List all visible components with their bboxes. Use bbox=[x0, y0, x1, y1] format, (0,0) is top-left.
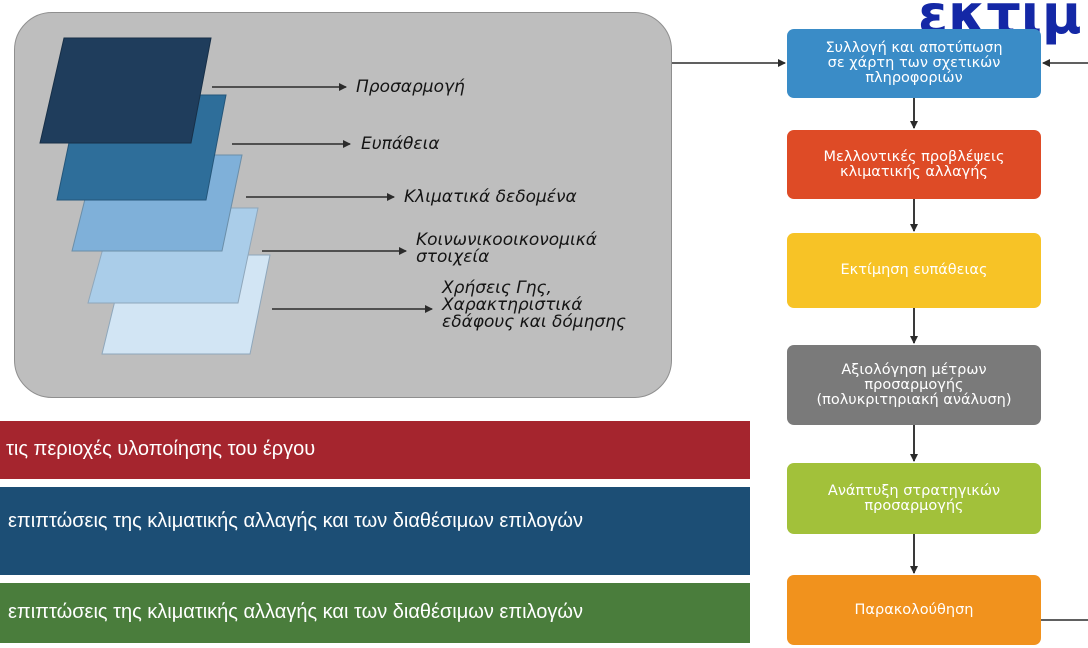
banner-implementation-areas: τις περιοχές υλοποίησης του έργου bbox=[0, 421, 750, 479]
layer-label-climate-data: Κλιματικά δεδομένα bbox=[404, 187, 577, 207]
flow-step-vulnerability-assessment: Εκτίμηση ευπάθειας bbox=[787, 233, 1041, 308]
flow-step-strategy-development: Ανάπτυξη στρατηγικών προσαρμογής bbox=[787, 463, 1041, 534]
layer-label-vulnerability: Ευπάθεια bbox=[361, 134, 440, 154]
layer-stack bbox=[39, 37, 271, 355]
layer-pointers bbox=[212, 83, 433, 313]
banner-text: επιπτώσεις της κλιματικής αλλαγής και τω… bbox=[8, 601, 583, 623]
banner-text: επιπτώσεις της κλιματικής αλλαγής και τω… bbox=[8, 510, 583, 532]
layer-label-landuse: Χρήσεις Γης, Χαρακτηριστικά εδάφους και … bbox=[442, 278, 626, 332]
flow-step-climate-projections: Μελλοντικές προβλέψεις κλιματικής αλλαγή… bbox=[787, 130, 1041, 199]
banner-climate-impacts: επιπτώσεις της κλιματικής αλλαγής και τω… bbox=[0, 487, 750, 575]
layer-label-socioeconomic: Κοινωνικοοικονομικά στοιχεία bbox=[416, 230, 597, 267]
layer-label-adaptation: Προσαρμογή bbox=[356, 77, 465, 97]
flow-step-data-collection: Συλλογή και αποτύπωση σε χάρτη των σχετι… bbox=[787, 29, 1041, 98]
banner-climate-options: επιπτώσεις της κλιματικής αλλαγής και τω… bbox=[0, 583, 750, 643]
flow-step-measures-evaluation: Αξιολόγηση μέτρων προσαρμογής (πολυκριτη… bbox=[787, 345, 1041, 425]
banner-text: τις περιοχές υλοποίησης του έργου bbox=[6, 438, 316, 460]
layer-sheet-adaptation bbox=[39, 37, 212, 144]
flow-step-monitoring: Παρακολούθηση bbox=[787, 575, 1041, 645]
